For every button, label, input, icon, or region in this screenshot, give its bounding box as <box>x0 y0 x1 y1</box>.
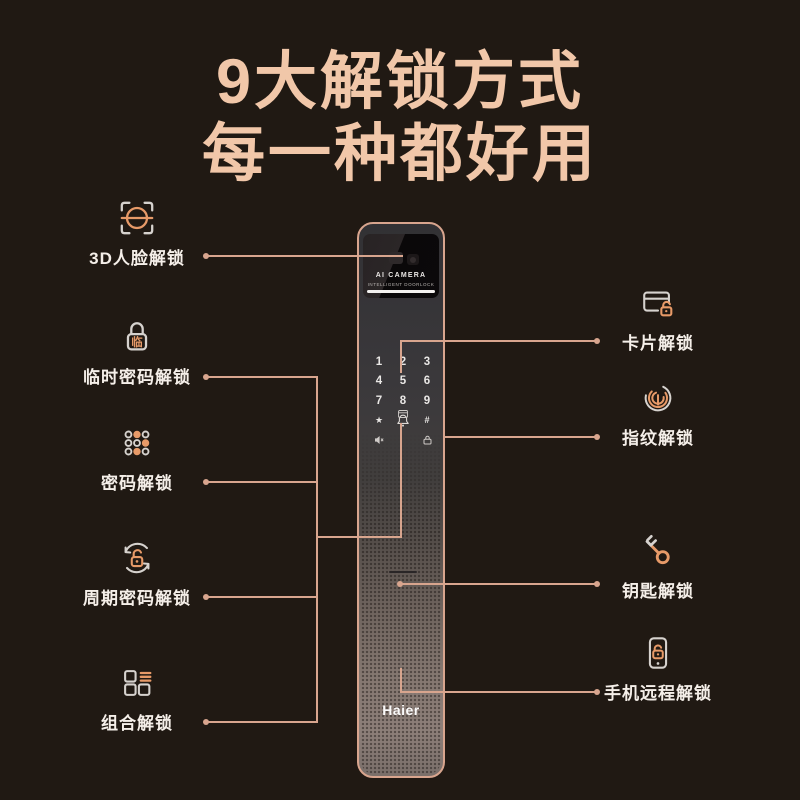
connector-dot <box>594 434 600 440</box>
phone-remote-icon <box>639 634 677 672</box>
feature-password-unlock: 密码解锁 <box>52 424 222 494</box>
connector-dot <box>594 338 600 344</box>
connector-dot <box>203 479 209 485</box>
feature-label: 钥匙解锁 <box>622 582 694 601</box>
key-5: 5 <box>399 375 407 388</box>
key-1: 1 <box>375 355 383 368</box>
camera-lens-icon <box>407 254 419 265</box>
brand-logo: Haier <box>382 702 420 718</box>
leader-line-phone <box>400 691 597 693</box>
leader-line-fingerprint <box>445 436 597 438</box>
camera-subtitle: INTELLIGENT DOORLOCK <box>367 282 435 288</box>
keypad-row: 4 5 6 <box>367 372 439 392</box>
key-8: 8 <box>399 394 407 407</box>
leader-line-key <box>400 583 597 585</box>
key-9: 9 <box>423 394 431 407</box>
feature-label: 指纹解锁 <box>622 429 694 448</box>
keypad-row <box>367 430 439 450</box>
light-strip <box>367 290 435 293</box>
feature-temp-password-unlock: 临 临时密码解锁 <box>52 318 222 388</box>
feature-label: 密码解锁 <box>101 474 173 493</box>
feature-label: 临时密码解锁 <box>83 368 191 387</box>
doorbell-icon <box>391 414 415 427</box>
key-hash: # <box>424 415 430 426</box>
card-unlock-icon <box>639 284 677 322</box>
keypad-row: ★ # <box>367 411 439 431</box>
leader-bus-left <box>316 376 318 723</box>
connector-dot <box>203 719 209 725</box>
key-7: 7 <box>375 394 383 407</box>
page-title: 9大解锁方式 每一种都好用 <box>0 46 800 190</box>
leader-line-phone-vertical <box>400 668 402 693</box>
combination-grid-icon <box>118 664 156 702</box>
leader-line-cycle-password <box>206 596 318 598</box>
connector-dot <box>203 594 209 600</box>
feature-combination-unlock: 组合解锁 <box>52 664 222 734</box>
lock-status-icon <box>415 435 439 445</box>
fingerprint-icon <box>639 379 677 417</box>
leader-line-face <box>206 255 403 257</box>
key-star: ★ <box>374 414 384 425</box>
leader-feed-horizontal <box>316 536 402 538</box>
key-6: 6 <box>423 375 431 388</box>
camera-title: AI CAMERA <box>375 272 427 279</box>
feature-label: 组合解锁 <box>101 714 173 733</box>
svg-text:临: 临 <box>131 335 143 349</box>
feature-key-unlock: 钥匙解锁 <box>573 532 743 602</box>
key-icon <box>639 532 677 570</box>
key-4: 4 <box>375 375 383 388</box>
connector-dot <box>594 581 600 587</box>
keypad-row: 1 2 3 <box>367 352 439 372</box>
face-scan-icon <box>118 199 156 237</box>
leader-line-card <box>400 340 597 342</box>
feature-phone-remote-unlock: 手机远程解锁 <box>573 634 743 704</box>
connector-dot <box>397 581 403 587</box>
keypad: 1 2 3 4 5 6 7 8 9 ★ <box>367 352 439 450</box>
feature-card-unlock: 卡片解锁 <box>573 284 743 354</box>
leader-line-card-vertical <box>400 340 402 373</box>
connector-dot <box>203 253 209 259</box>
temp-password-lock-icon: 临 <box>118 318 156 356</box>
keypad-dots-icon <box>118 424 156 462</box>
cycle-password-lock-icon <box>118 539 156 577</box>
feature-3d-face-unlock: 3D人脸解锁 <box>52 199 222 269</box>
keyhole-cover <box>389 571 417 573</box>
leader-line-password <box>206 481 318 483</box>
title-line-1: 9大解锁方式 <box>215 47 585 117</box>
keypad-row: 7 8 9 <box>367 391 439 411</box>
leader-feed-vertical <box>400 423 402 538</box>
feature-fingerprint-unlock: 指纹解锁 <box>573 379 743 449</box>
connector-dot <box>594 689 600 695</box>
leader-line-combination <box>206 721 318 723</box>
title-line-2: 每一种都好用 <box>202 119 598 189</box>
feature-label: 3D人脸解锁 <box>89 249 185 268</box>
feature-cycle-password-unlock: 周期密码解锁 <box>52 539 222 609</box>
door-lock-device: AI CAMERA INTELLIGENT DOORLOCK 1 2 3 4 5… <box>357 222 445 778</box>
camera-lens-icon <box>389 252 403 264</box>
feature-label: 卡片解锁 <box>622 334 694 353</box>
key-3: 3 <box>423 355 431 368</box>
key-2: 2 <box>399 355 407 368</box>
connector-dot <box>203 374 209 380</box>
feature-label: 手机远程解锁 <box>604 684 712 703</box>
voice-mute-icon <box>367 435 391 445</box>
card-reader-icon <box>398 405 408 418</box>
camera-panel: AI CAMERA INTELLIGENT DOORLOCK <box>363 234 439 298</box>
feature-label: 周期密码解锁 <box>83 589 191 608</box>
leader-line-temp-password <box>206 376 318 378</box>
